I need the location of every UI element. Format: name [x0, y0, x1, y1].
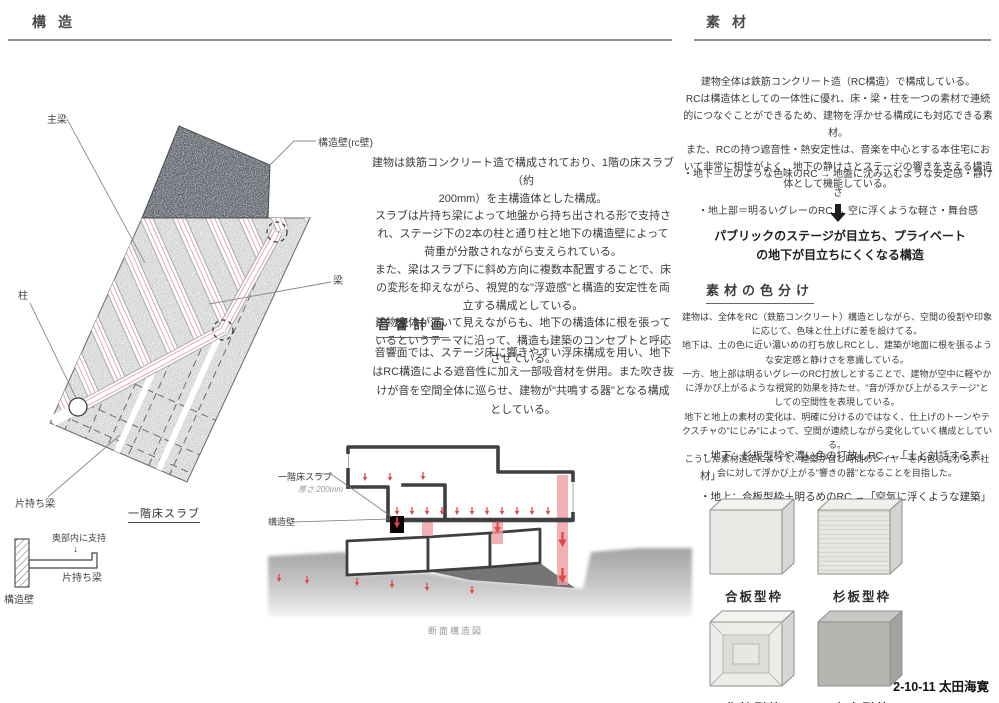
label-cantilever-beam: 片持ち梁: [15, 499, 55, 510]
credit: 2-10-11 太田海寛: [893, 680, 989, 694]
label-column: 柱: [18, 291, 28, 302]
formwork-plywood-image: [709, 498, 795, 575]
formwork-cedar: 杉板型枠: [808, 496, 916, 605]
acoustic-paragraph: 音響面では、ステージ床に響きやすい浮床構成を用い、地下はRC構造による遮音性に加…: [372, 347, 674, 416]
structure-title: 構造: [32, 14, 84, 30]
label-main-beam: 主梁: [47, 115, 67, 126]
section-slab-thickness: 厚さ:200mm: [298, 485, 343, 494]
formwork-decorative-label: 化粧型枠: [700, 698, 808, 703]
acoustic-heading-wrap: 音響計画: [377, 314, 450, 338]
formwork-civil-image: [817, 610, 903, 687]
section-wall-label: 構造壁: [268, 517, 296, 527]
section-diagram-caption: 断面構造図: [428, 626, 484, 636]
slab-diagram-caption: 一階床スラブ: [128, 505, 200, 523]
formwork-civil-label: 土木型枠: [808, 698, 916, 703]
structure-section-header: 構造: [8, 12, 672, 41]
label-beam: 梁: [333, 276, 343, 287]
material-section-header: 素材: [694, 12, 991, 41]
slab-plan-diagram: [29, 118, 332, 498]
arrow-wrap: [683, 204, 993, 227]
coloring-heading-wrap: 素材の色分け: [706, 280, 815, 304]
section-diagram: [268, 445, 692, 616]
formwork-grid: 合板型枠 杉板型枠: [700, 496, 916, 703]
coloring-paragraph: 建物は、全体をRC（鉄筋コンクリート）構造としながら、空間の役割や印象に応じて、…: [681, 312, 993, 479]
cantilever-detail-diagram: [14, 538, 98, 588]
material-conclusion: パブリックのステージが目立ち、プライベートの地下が目立ちにくくなる構造: [714, 229, 966, 262]
down-arrow-small-icon: ↓: [73, 544, 78, 555]
label-support-inner: 奥部内に支持: [52, 533, 107, 543]
material-intro-paragraph: 建物全体は鉄筋コンクリート造（RC構造）で構成している。 RCは構造体としての一…: [683, 77, 993, 190]
formwork-decorative: 化粧型枠: [700, 608, 808, 703]
label-structural-wall-detail: 構造壁: [4, 595, 34, 606]
formwork-plywood: 合板型枠: [700, 496, 808, 605]
formwork-decorative-image: [709, 610, 795, 687]
formwork-civil: 土木型枠: [808, 608, 916, 703]
structure-intro-paragraph: 建物は鉄筋コンクリート造で構成されており、1階の床スラブ（約 200mm）を主構…: [372, 157, 675, 365]
formwork-cedar-image: [817, 498, 903, 575]
material-bullet-underground: ・地下＝土のような色味のRC → 地盤に沈み込むような安定感・静けさ: [683, 169, 993, 199]
material-title: 素材: [706, 14, 758, 30]
formwork-cedar-label: 杉板型枠: [832, 590, 891, 604]
down-arrow-bold-icon: [830, 204, 846, 222]
label-structural-wall-rc: 構造壁(rc壁): [318, 138, 373, 149]
label-cantilever-beam-detail: 片持ち梁: [62, 573, 102, 584]
coloring-heading: 素材の色分け: [706, 280, 815, 304]
section-slab-label: 一階床スラブ: [278, 472, 333, 482]
acoustic-heading: 音響計画: [377, 314, 450, 338]
formwork-plywood-label: 合板型枠: [724, 590, 783, 604]
coloring-bullet-underground: ・地下：杉板型枠や濃い色の打放しRC →「土と対話する素材」: [700, 450, 981, 483]
